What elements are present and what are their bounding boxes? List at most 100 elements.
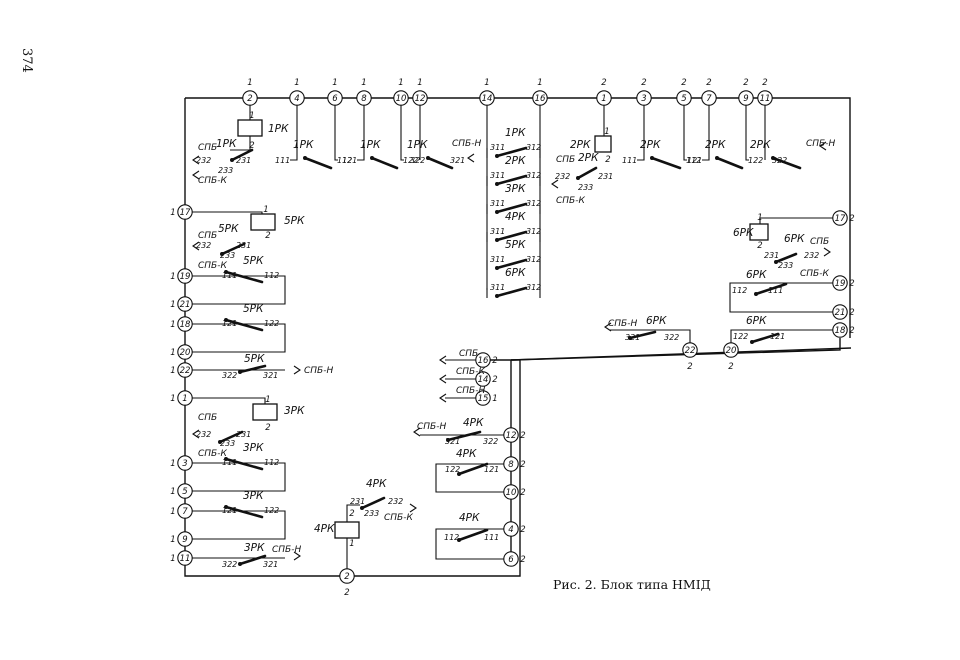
contact-blade: [715, 156, 744, 170]
relay-label: 1РК: [293, 139, 314, 151]
contact-label: 111: [222, 271, 237, 280]
contact-label: 321: [450, 156, 465, 165]
contact-label: 233: [778, 261, 793, 270]
terminal-number: 7: [182, 507, 188, 517]
terminal-wire: [702, 98, 710, 161]
terminal-no: 2: [265, 231, 270, 241]
contact-label: 321: [445, 437, 460, 446]
terminal-circle: [475, 352, 491, 368]
relay-label: 3РК: [284, 405, 305, 417]
contact-pivot: [650, 156, 654, 160]
terminal-group: 2: [492, 375, 497, 385]
contact-label: 112: [337, 156, 352, 165]
contact-label: 322: [410, 156, 425, 165]
contact-blade: [370, 156, 399, 170]
terminal-number: 1: [182, 394, 187, 404]
contact-pivot: [495, 266, 499, 270]
terminal-group: 2: [641, 78, 646, 88]
terminal-group: 2: [520, 525, 525, 535]
relay-label: 6РК: [505, 267, 526, 279]
terminal-group: 2: [849, 308, 854, 318]
wire-tag: СПБ-Н: [272, 545, 301, 555]
terminal-group: 1: [537, 78, 542, 88]
terminal-number: 20: [180, 348, 191, 358]
relay-label: 5РК: [505, 239, 526, 251]
terminal-circle: [832, 275, 848, 291]
relay-label: 5РК: [284, 215, 305, 227]
contact-pivot: [303, 156, 307, 160]
relay-label: 4РК: [463, 417, 484, 429]
contact-blade: [495, 230, 528, 242]
terminal-circle: [289, 90, 305, 106]
contact-label: 112: [732, 286, 747, 295]
terminal-circle: [723, 342, 739, 358]
contact-label: 111: [484, 533, 499, 542]
terminal-group: 1: [170, 320, 175, 330]
relay-label: 6РК: [646, 315, 667, 327]
contact-label: 232: [196, 430, 211, 439]
terminal-group: 2: [520, 460, 525, 470]
terminal-wire: [185, 510, 286, 540]
terminal-circle: [393, 90, 409, 106]
contact-pivot: [457, 472, 461, 476]
terminal-circle: [177, 531, 193, 547]
terminal-group: 1: [170, 208, 175, 218]
relay-label: 1РК: [360, 139, 381, 151]
terminal-no: 2: [757, 241, 762, 251]
contact-blade: [230, 148, 254, 162]
terminal-circle: [339, 568, 355, 584]
terminal-wire: [185, 275, 286, 305]
contact-blade: [224, 270, 264, 284]
relay-label: 4РК: [314, 523, 335, 535]
relay-label: 4РК: [366, 478, 387, 490]
wire-end-tick: [467, 153, 475, 163]
terminal-circle: [503, 551, 519, 567]
wire-tag: СПБ: [556, 155, 575, 165]
wire-end-tick: [439, 393, 447, 403]
terminal-group: 2: [849, 214, 854, 224]
relay-coil: [334, 521, 360, 539]
relay-label: 4РК: [459, 512, 480, 524]
terminal-circle: [503, 521, 519, 537]
terminal-number: 17: [835, 214, 846, 224]
contact-pivot: [495, 210, 499, 214]
terminal-no: 2: [349, 509, 354, 519]
wire-end-tick: [439, 374, 447, 384]
wire-tag: СПБ-К: [556, 196, 585, 206]
terminal-number: 14: [482, 94, 493, 104]
relay-label: 1РК: [268, 123, 289, 135]
terminal-number: 7: [706, 94, 712, 104]
terminal-circle: [177, 362, 193, 378]
terminal-group: 1: [170, 487, 175, 497]
terminal-number: 1: [601, 94, 606, 104]
terminal-group: 1: [170, 459, 175, 469]
terminal-group: 2: [681, 78, 686, 88]
terminal-wire: [357, 98, 365, 161]
contact-label: 322: [772, 156, 787, 165]
terminal-circle: [682, 342, 698, 358]
wire-tag: СПБ-К: [198, 261, 227, 271]
relay-label: 2РК: [578, 152, 599, 164]
terminal-number: 18: [835, 326, 846, 336]
terminal-no: 1: [263, 205, 268, 215]
terminal-wire: [435, 463, 511, 493]
contact-blade: [224, 318, 264, 332]
contact-blade: [360, 496, 386, 510]
wire-end-tick: [192, 155, 200, 165]
terminal-circle: [479, 90, 495, 106]
contact-pivot: [370, 156, 374, 160]
terminal-group: 2: [849, 326, 854, 336]
terminal-wire: [637, 98, 645, 161]
wire-tag: СПБ: [810, 237, 829, 247]
contact-label: 322: [222, 560, 237, 569]
contact-label: 322: [222, 371, 237, 380]
terminal-circle: [503, 427, 519, 443]
contact-pivot: [224, 457, 228, 461]
terminal-group: 2: [520, 488, 525, 498]
terminal-no: 1: [757, 213, 762, 223]
wire-tag: СПБ: [198, 413, 217, 423]
terminal-wire: [400, 98, 404, 161]
terminal-no: 1: [265, 395, 270, 405]
wire-end-tick: [823, 247, 831, 257]
